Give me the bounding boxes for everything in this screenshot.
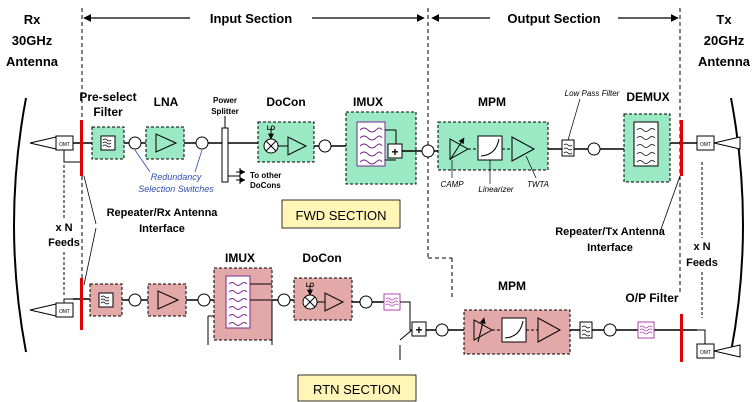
rtn-docon-label: DoCon [302,251,341,265]
svg-text:30GHz: 30GHz [12,33,53,48]
redundancy-switch [421,144,435,158]
fwd-section-badge: FWD SECTION [281,199,401,229]
tx-interface-bar-fwd [680,120,683,176]
rx-interface-bar-fwd [80,120,83,176]
rtn-combiner: + [399,321,427,360]
rx-reflector-arc [13,97,27,353]
svg-text:RTN SECTION: RTN SECTION [313,382,401,397]
rtn-low-pass-filter [579,321,593,339]
rtn-imux-label: IMUX [225,251,255,265]
demux-label: DEMUX [626,90,669,104]
rtn-docon: LO [293,277,353,321]
rtn-imux [207,267,273,345]
omt-label: OMT [59,309,70,315]
svg-text:Tx: Tx [716,12,732,27]
fwd-docon-label: DoCon [266,95,305,109]
svg-text:Rx: Rx [24,12,41,27]
fwd-imux-label: IMUX [353,95,383,109]
svg-text:Antenna: Antenna [6,54,59,69]
tx-feed-horn-top: OMT [696,135,741,151]
preselect-label-1: Pre-select [79,90,136,104]
input-section-header: Input Section [83,11,425,26]
omt-label: OMT [59,142,70,148]
tx-feed-horn-bottom: OMT [696,329,741,359]
redundancy-switch [314,139,346,153]
power-splitter-label-1: Power [213,96,237,105]
fwd-preselect-filter [91,126,125,160]
power-splitter [221,127,246,184]
to-other-docons-2: DoCons [250,181,281,190]
tx-interface-bar-rtn [680,314,683,362]
rtn-op-filter [637,321,655,339]
rx-interface-label-1: Repeater/Rx Antenna [107,207,219,219]
rtn-mpm-label: MPM [498,279,526,293]
right-feeds-label-1: x N [693,241,710,253]
tx-reflector-arc [730,97,744,353]
lo-label: LO [267,126,276,132]
redundancy-switch [184,136,222,150]
redundancy-label-2: Selection Switches [138,184,214,194]
fwd-imux: + [345,111,417,185]
twta-label: TWTA [527,180,549,189]
rtn-combiner-plus: + [415,323,422,337]
omt-label: OMT [700,142,711,148]
low-pass-filter-label: Low Pass Filter [565,89,620,98]
svg-text:Antenna: Antenna [698,54,751,69]
redundancy-switch [272,293,294,307]
right-feeds-label-2: Feeds [686,257,718,269]
svg-text:20GHz: 20GHz [704,33,745,48]
fwd-mpm [437,121,549,171]
fwd-docon: LO [257,121,315,163]
imux-combiner-plus: + [391,145,398,159]
linearizer-label: Linearizer [478,185,513,194]
rtn-lna [147,283,187,317]
redundancy-switch [124,136,146,150]
to-other-docons-1: To other [250,171,281,180]
redundancy-switch [352,295,384,309]
redundancy-label-1: Redundancy [151,172,202,182]
lo-label: LO [306,283,315,289]
rtn-channel-filter [383,293,401,311]
output-section-header: Output Section [431,11,679,26]
power-splitter-label-2: Splitter [211,107,239,116]
rx-antenna-label: Rx 30GHz Antenna [6,12,59,69]
output-section-title: Output Section [507,11,600,26]
rtn-preselect-filter [89,283,123,317]
camp-label: CAMP [440,180,464,189]
lna-label: LNA [154,95,179,109]
low-pass-filter [561,139,575,157]
rx-feed-horn-bottom: OMT [29,302,74,318]
redundancy-switch [587,142,601,156]
redundancy-switch [603,323,617,337]
redundancy-switch [426,323,464,337]
rtn-section-badge: RTN SECTION [297,374,417,402]
rx-interface-label-2: Interface [139,223,185,235]
fwd-lna [145,126,185,160]
preselect-label-2: Filter [93,105,123,119]
left-feeds-label-2: Feeds [48,237,80,249]
redundancy-switch [122,293,148,307]
op-filter-label: O/P Filter [625,291,678,305]
tx-interface-label-2: Interface [587,242,633,254]
omt-label: OMT [700,350,711,356]
redundancy-pointers [134,149,203,173]
tx-interface-label-1: Repeater/Tx Antenna [555,226,666,238]
svg-text:FWD SECTION: FWD SECTION [296,208,387,223]
fwd-demux [623,113,671,183]
input-section-title: Input Section [210,11,292,26]
left-feeds-label-1: x N [55,222,72,234]
tx-antenna-label: Tx 20GHz Antenna [698,12,751,69]
rx-interface-bar-rtn [80,278,83,330]
rtn-mpm [463,309,571,355]
fwd-mpm-label: MPM [478,95,506,109]
rx-feed-horn-top: OMT [29,135,74,151]
